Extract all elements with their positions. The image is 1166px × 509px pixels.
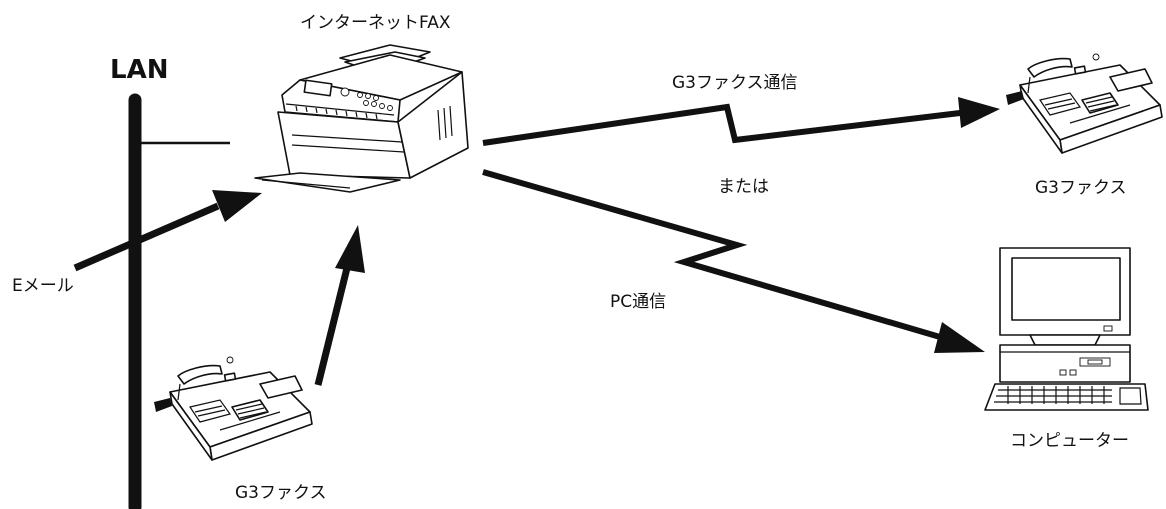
g3-fax-arrowhead xyxy=(335,225,365,273)
g3-comm-arrowhead xyxy=(958,97,1000,128)
or-label: または xyxy=(718,177,769,197)
fax-machine-icon xyxy=(1006,53,1163,154)
pc-comm-label: PC通信 xyxy=(610,292,666,312)
pc-comm-line xyxy=(482,169,941,340)
g3-fax-right-label: G3ファクス xyxy=(1035,178,1126,198)
email-arrow xyxy=(73,202,220,272)
g3-fax-arrow xyxy=(314,267,351,386)
internet-fax-machine-icon xyxy=(254,44,469,193)
g3-fax-bottom-label: G3ファクス xyxy=(235,483,326,503)
internet-fax-label: インターネットFAX xyxy=(300,13,451,33)
g3-comm-line xyxy=(482,103,961,146)
email-label: Eメール xyxy=(12,276,74,296)
desktop-computer-icon xyxy=(984,247,1149,411)
lan-label: LAN xyxy=(110,55,168,85)
fax-machine-icon xyxy=(154,356,313,461)
pc-comm-arrowhead xyxy=(934,322,985,353)
email-arrowhead xyxy=(212,190,262,222)
computer-label: コンピューター xyxy=(1010,431,1129,451)
g3-comm-label: G3ファクス通信 xyxy=(672,73,797,93)
